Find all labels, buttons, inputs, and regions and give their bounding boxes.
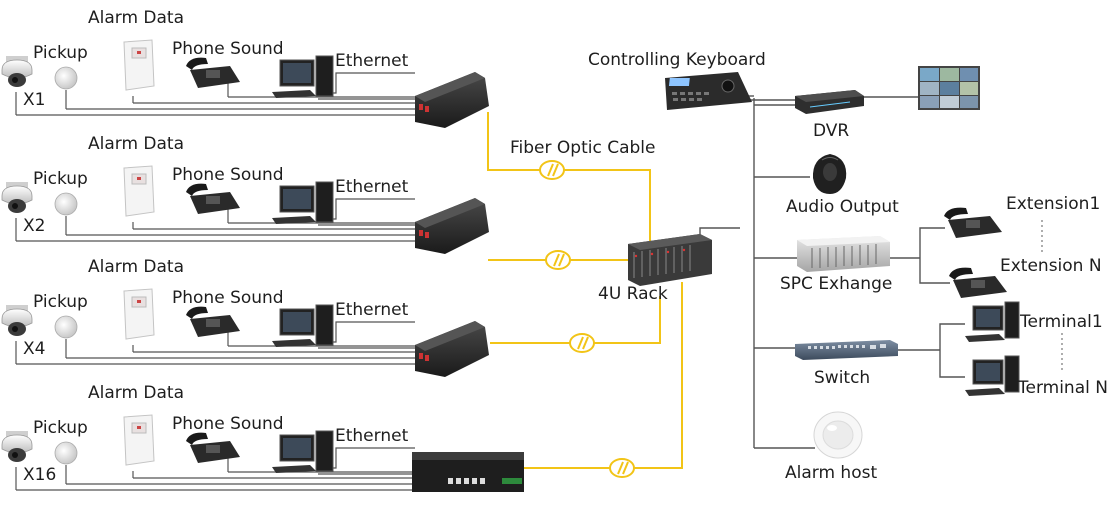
controlling-keyboard-label: Controlling Keyboard	[588, 50, 766, 70]
telephone-icon	[186, 306, 240, 337]
spc-exchange-icon	[797, 236, 890, 272]
alarm-detector-icon	[123, 414, 155, 466]
desktop-computer-icon	[965, 301, 1020, 342]
speed-dome-camera-icon	[1, 182, 33, 213]
fiber-connector-icon	[539, 160, 565, 180]
alarm-data-label: Alarm Data	[88, 134, 185, 154]
terminal-n-label: Terminal N	[1018, 378, 1108, 398]
network-switch-icon	[795, 340, 898, 360]
alarm-data-label: Alarm Data	[88, 8, 185, 28]
telephone-icon	[186, 57, 240, 88]
ethernet-label: Ethernet	[335, 177, 409, 197]
camera-count-label: X4	[23, 339, 46, 359]
speed-dome-camera-icon	[1, 431, 33, 462]
dvr-icon	[795, 90, 864, 114]
telephone-icon	[944, 207, 1002, 238]
alarm-detector-icon	[123, 39, 155, 91]
alarm-host-icon	[813, 411, 863, 459]
fiber-optic-cables	[487, 112, 683, 469]
dvr-label: DVR	[813, 121, 850, 141]
terminal-1-label: Terminal1	[1020, 312, 1103, 332]
fiber-connector-icon	[545, 250, 571, 270]
audio-output-label: Audio Output	[786, 197, 899, 217]
pickup-microphone-icon	[54, 315, 78, 339]
phone-sound-label: Phone Sound	[172, 414, 284, 434]
speed-dome-camera-icon	[1, 56, 33, 87]
fiber-optic-cable-label: Fiber Optic Cable	[510, 138, 656, 158]
fiber-transceiver-icon	[415, 72, 489, 128]
speaker-icon	[812, 154, 847, 194]
fiber-connector-icon	[609, 458, 635, 478]
telephone-icon	[186, 432, 240, 463]
telephone-icon	[949, 267, 1007, 298]
pickup-label: Pickup	[33, 292, 88, 312]
desktop-computer-icon	[272, 181, 334, 224]
alarm-detector-icon	[123, 165, 155, 217]
camera-count-label: X16	[23, 465, 57, 485]
fiber-transceiver-icon	[415, 321, 489, 377]
fiber-connector-icon	[569, 333, 595, 353]
pickup-microphone-icon	[54, 66, 78, 90]
switch-label: Switch	[814, 368, 871, 388]
speed-dome-camera-icon	[1, 305, 33, 336]
desktop-computer-icon	[272, 55, 334, 98]
alarm-host-label: Alarm host	[785, 463, 878, 483]
pickup-microphone-icon	[54, 192, 78, 216]
spc-exchange-label: SPC Exhange	[780, 274, 893, 294]
rack-chassis-icon	[628, 234, 712, 286]
telephone-icon	[186, 183, 240, 214]
pickup-label: Pickup	[33, 169, 88, 189]
ethernet-label: Ethernet	[335, 426, 409, 446]
alarm-data-label: Alarm Data	[88, 257, 185, 277]
video-wall-icon	[918, 66, 980, 110]
phone-sound-label: Phone Sound	[172, 39, 284, 59]
camera-count-label: X2	[23, 216, 46, 236]
ethernet-label: Ethernet	[335, 300, 409, 320]
pickup-label: Pickup	[33, 43, 88, 63]
pickup-microphone-icon	[54, 441, 78, 465]
keyboard-controller-icon	[665, 72, 752, 110]
fiber-transceiver-icon	[415, 198, 489, 254]
pickup-label: Pickup	[33, 418, 88, 438]
backbone-wires	[699, 95, 965, 449]
extension-1-label: Extension1	[1006, 194, 1101, 214]
extension-n-label: Extension N	[1000, 256, 1102, 276]
desktop-computer-icon	[272, 430, 334, 473]
alarm-detector-icon	[123, 288, 155, 340]
desktop-computer-icon	[965, 355, 1020, 396]
fiber-connector-icons	[539, 160, 635, 478]
camera-count-label: X1	[23, 90, 46, 110]
desktop-computer-icon	[272, 304, 334, 347]
dotted-separators	[1041, 220, 1063, 372]
phone-sound-label: Phone Sound	[172, 165, 284, 185]
rack-label: 4U Rack	[598, 284, 668, 304]
alarm-data-label: Alarm Data	[88, 383, 185, 403]
fiber-transceiver-icon	[412, 452, 524, 492]
ethernet-label: Ethernet	[335, 51, 409, 71]
source-wires	[15, 72, 415, 491]
phone-sound-label: Phone Sound	[172, 288, 284, 308]
